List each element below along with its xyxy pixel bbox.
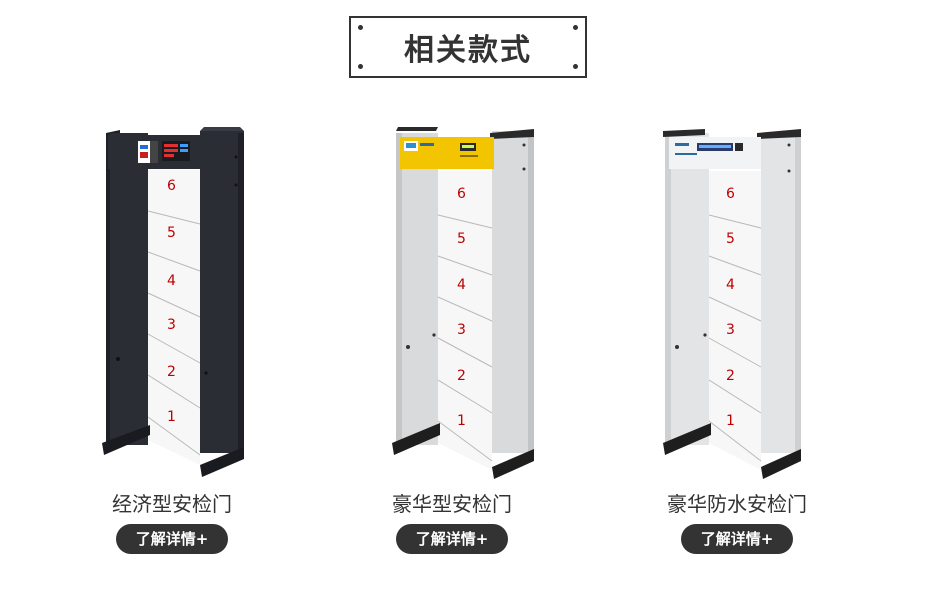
corner-dot: [573, 25, 578, 30]
product-card-waterproof: 6 5 4 3 2 1 豪华防水安检门 了解详情+: [637, 125, 837, 565]
waterproof-gate-image[interactable]: [637, 125, 837, 480]
zone-label: 5: [167, 225, 176, 241]
product-name: 经济型安检门: [112, 492, 232, 516]
zone-label: 1: [457, 413, 466, 429]
economy-gate-image[interactable]: [72, 125, 272, 480]
zone-label: 1: [726, 413, 735, 429]
zone-label: 6: [457, 186, 466, 202]
zone-label: 6: [167, 178, 176, 194]
deluxe-gate-image[interactable]: [352, 125, 552, 480]
product-name: 豪华型安检门: [392, 492, 512, 516]
product-card-economy: 6 5 4 3 2 1 经济型安检门 了解详情+: [72, 125, 272, 565]
zone-label: 2: [726, 368, 735, 384]
corner-dot: [358, 25, 363, 30]
zone-label: 4: [167, 273, 176, 289]
corner-dot: [358, 64, 363, 69]
corner-dot: [573, 64, 578, 69]
product-name: 豪华防水安检门: [667, 492, 807, 516]
zone-label: 3: [457, 322, 466, 338]
zone-label: 2: [457, 368, 466, 384]
zone-label: 6: [726, 186, 735, 202]
zone-label: 3: [167, 317, 176, 333]
zone-label: 5: [457, 231, 466, 247]
zone-label: 1: [167, 409, 176, 425]
product-card-deluxe: 6 5 4 3 2 1 豪华型安检门 了解详情+: [352, 125, 552, 565]
zone-label: 5: [726, 231, 735, 247]
zone-label: 3: [726, 322, 735, 338]
learn-more-button[interactable]: 了解详情+: [396, 524, 508, 554]
zone-label: 4: [457, 277, 466, 293]
section-title: 相关款式: [404, 33, 532, 68]
learn-more-button[interactable]: 了解详情+: [116, 524, 228, 554]
section-title-box: 相关款式: [349, 16, 587, 78]
zone-label: 2: [167, 364, 176, 380]
zone-label: 4: [726, 277, 735, 293]
learn-more-button[interactable]: 了解详情+: [681, 524, 793, 554]
